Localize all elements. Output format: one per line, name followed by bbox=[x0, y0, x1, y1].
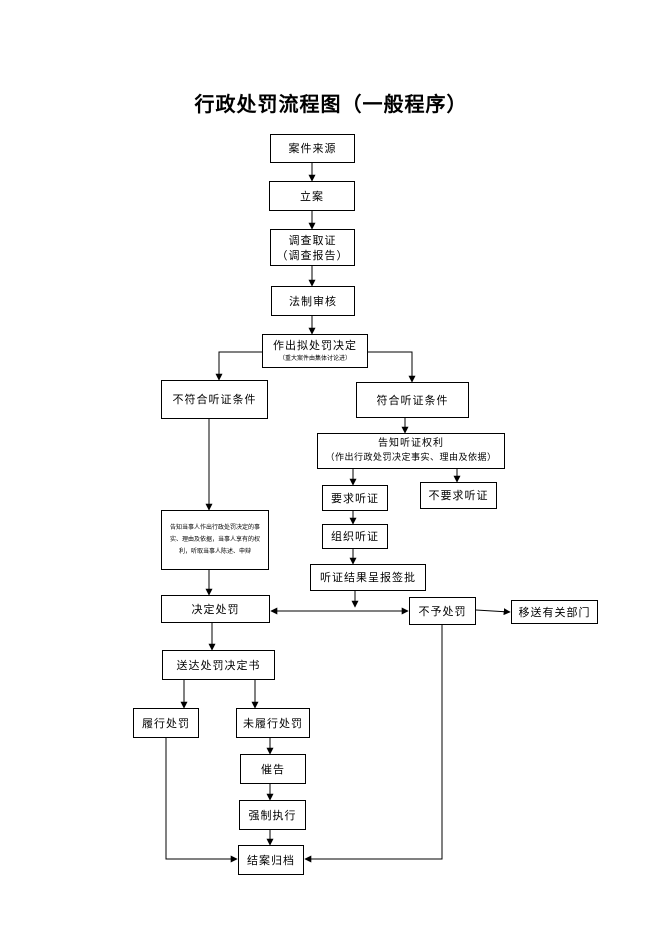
node-hearing-eligible: 符合听证条件 bbox=[356, 382, 469, 418]
node-label: 告知当事人作出行政处罚决定的事实、理由及依据，当事人享有的权利，听取当事人陈述、… bbox=[169, 524, 260, 555]
node-label: 立案 bbox=[300, 189, 324, 203]
node-request-hearing: 要求听证 bbox=[322, 485, 388, 511]
node-perform: 履行处罚 bbox=[133, 708, 199, 738]
node-label: 送达处罚决定书 bbox=[176, 658, 261, 672]
node-label: 决定处罚 bbox=[191, 602, 240, 616]
node-sublabel: （作出行政处罚决定事实、理由及依据） bbox=[325, 453, 497, 463]
node-serve-decision: 送达处罚决定书 bbox=[162, 650, 275, 680]
node-sublabel: （重大案件由集体讨论进） bbox=[278, 355, 351, 362]
node-label: 案件来源 bbox=[288, 142, 337, 155]
node-hearing-result: 听证结果呈报签批 bbox=[310, 564, 426, 591]
arrow-perform-to-close bbox=[165, 738, 238, 863]
node-label: 强制执行 bbox=[248, 808, 297, 822]
page-title: 行政处罚流程图（一般程序） bbox=[194, 92, 468, 116]
node-no-penalty: 不予处罚 bbox=[409, 597, 476, 625]
arrow-nopenalty-to-close bbox=[304, 625, 443, 863]
node-urge: 催告 bbox=[240, 754, 306, 784]
node-label: 调查取证 bbox=[288, 233, 337, 247]
node-enforce: 强制执行 bbox=[239, 800, 306, 830]
node-label: 履行处罚 bbox=[142, 716, 190, 730]
node-label: 未履行处罚 bbox=[243, 716, 303, 730]
node-label: 要求听证 bbox=[331, 491, 379, 505]
arrow-decision-to-hearing bbox=[368, 351, 416, 383]
node-proposed-decision: 作出拟处罚决定 （重大案件由集体讨论进） bbox=[262, 334, 368, 368]
arrow-decision-to-not-hearing bbox=[215, 351, 262, 381]
node-organize-hearing: 组织听证 bbox=[322, 524, 388, 549]
node-no-hearing-request: 不要求听证 bbox=[420, 482, 497, 509]
node-legal-review: 法制审核 bbox=[271, 286, 355, 316]
node-notify-party: 告知当事人作出行政处罚决定的事实、理由及依据，当事人享有的权利，听取当事人陈述、… bbox=[161, 510, 269, 570]
node-label: 不予处罚 bbox=[418, 604, 467, 618]
node-label: 法制审核 bbox=[289, 294, 337, 308]
node-sublabel: （调查报告） bbox=[276, 248, 349, 262]
node-label: 移送有关部门 bbox=[518, 605, 591, 619]
node-investigate: 调查取证 （调查报告） bbox=[270, 229, 355, 266]
node-label: 组织听证 bbox=[331, 530, 379, 543]
node-filing: 立案 bbox=[269, 181, 355, 211]
node-label: 结案归档 bbox=[247, 853, 295, 867]
node-notify-hearing-rights: 告知听证权利 （作出行政处罚决定事实、理由及依据） bbox=[317, 433, 505, 469]
node-not-hearing-eligible: 不符合听证条件 bbox=[161, 380, 268, 419]
node-label: 符合听证条件 bbox=[376, 393, 449, 407]
node-case-source: 案件来源 bbox=[270, 134, 355, 163]
node-transfer: 移送有关部门 bbox=[511, 600, 598, 624]
node-decide-penalty: 决定处罚 bbox=[161, 595, 270, 623]
arrow-nopenalty-to-transfer bbox=[475, 608, 511, 616]
node-label: 催告 bbox=[261, 762, 285, 776]
node-label: 不要求听证 bbox=[428, 489, 489, 502]
node-not-perform: 未履行处罚 bbox=[236, 708, 310, 738]
node-label: 作出拟处罚决定 bbox=[273, 339, 357, 352]
node-label: 不符合听证条件 bbox=[172, 393, 257, 406]
node-label: 听证结果呈报签批 bbox=[320, 571, 416, 584]
node-close-case: 结案归档 bbox=[238, 845, 304, 875]
node-label: 告知听证权利 bbox=[378, 438, 444, 449]
